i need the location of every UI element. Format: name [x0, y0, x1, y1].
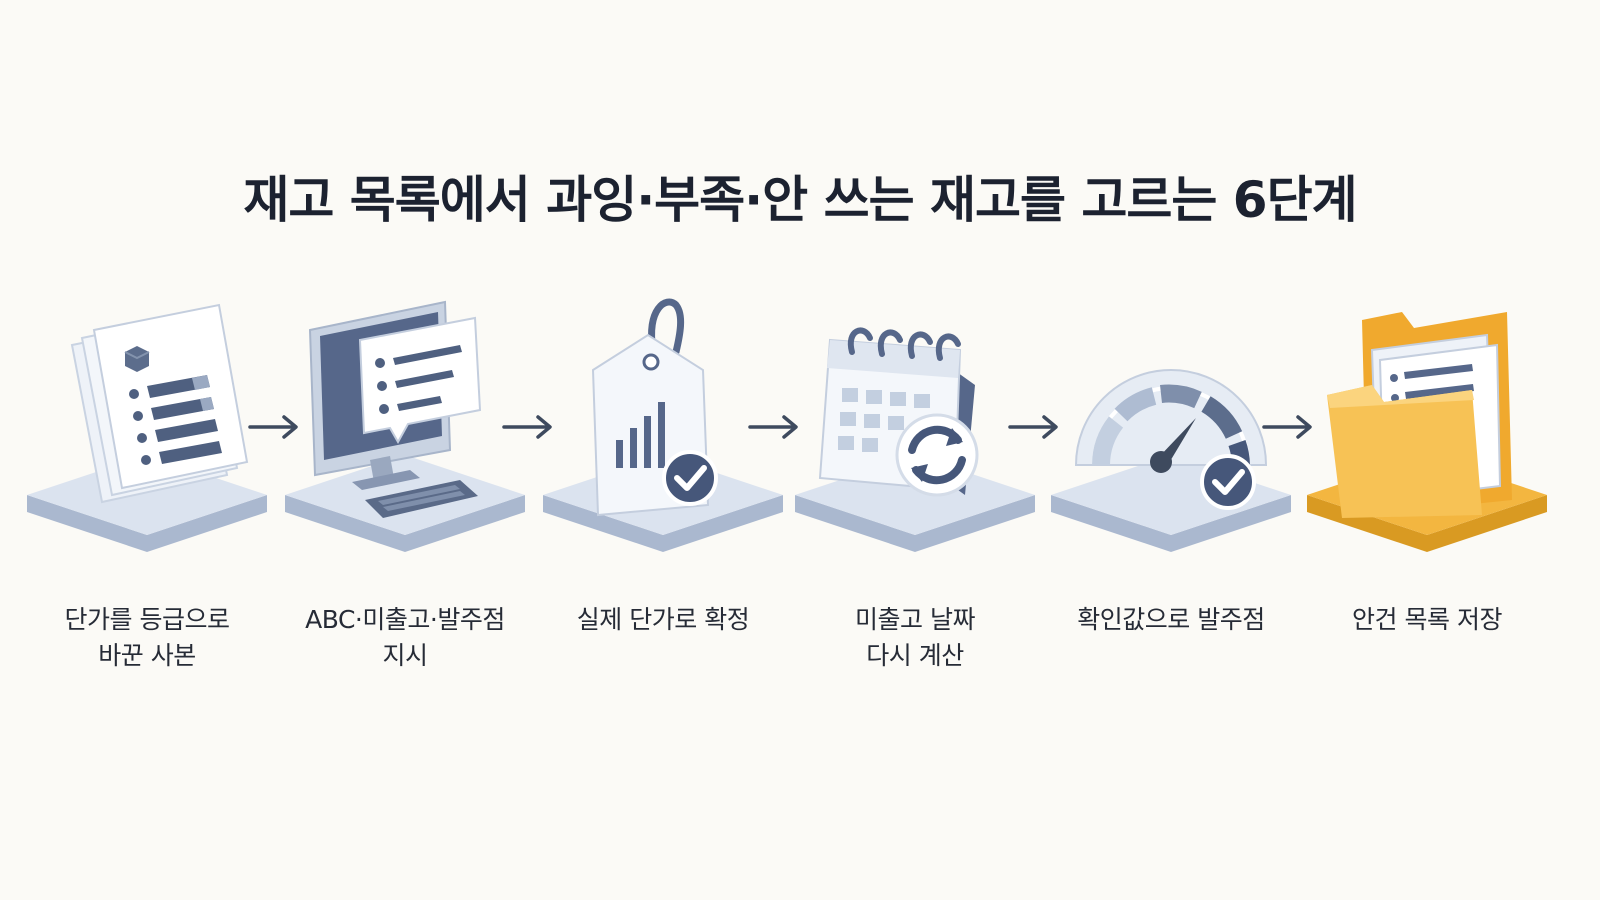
process-flow: 단가를 등급으로 바꾼 사본: [0, 290, 1600, 710]
step-6-label: 안건 목록 저장: [1352, 605, 1502, 634]
arrow-right-icon: [248, 415, 298, 439]
step-3-label: 실제 단가로 확정: [576, 605, 750, 634]
step-4: 미출고 날짜 다시 계산: [790, 290, 1040, 710]
step-4-label: 미출고 날짜 다시 계산: [855, 605, 975, 670]
gauge-check-icon: [1051, 369, 1291, 552]
step-3: 실제 단가로 확정: [538, 290, 788, 710]
page-title: 재고 목록에서 과잉·부족·안 쓰는 재고를 고르는 6단계: [243, 171, 1357, 229]
step-1-label: 단가를 등급으로 바꾼 사본: [64, 605, 230, 670]
step-6: 안건 목록 저장: [1302, 290, 1552, 710]
arrow-right-icon: [1262, 415, 1312, 439]
folder-list-icon: [1307, 312, 1547, 552]
document-stack-icon: [27, 303, 267, 552]
arrow-right-icon: [748, 415, 798, 439]
step-2: ABC·미출고·발주점 지시: [280, 290, 530, 710]
price-tag-check-icon: [543, 298, 783, 552]
step-5: 확인값으로 발주점: [1046, 290, 1296, 710]
calendar-refresh-icon: [795, 327, 1035, 552]
step-5-label: 확인값으로 발주점: [1077, 605, 1265, 634]
monitor-chat-icon: [285, 300, 525, 552]
step-1: 단가를 등급으로 바꾼 사본: [22, 290, 272, 710]
arrow-right-icon: [1008, 415, 1058, 439]
arrow-right-icon: [502, 415, 552, 439]
step-2-label: ABC·미출고·발주점 지시: [305, 605, 505, 670]
